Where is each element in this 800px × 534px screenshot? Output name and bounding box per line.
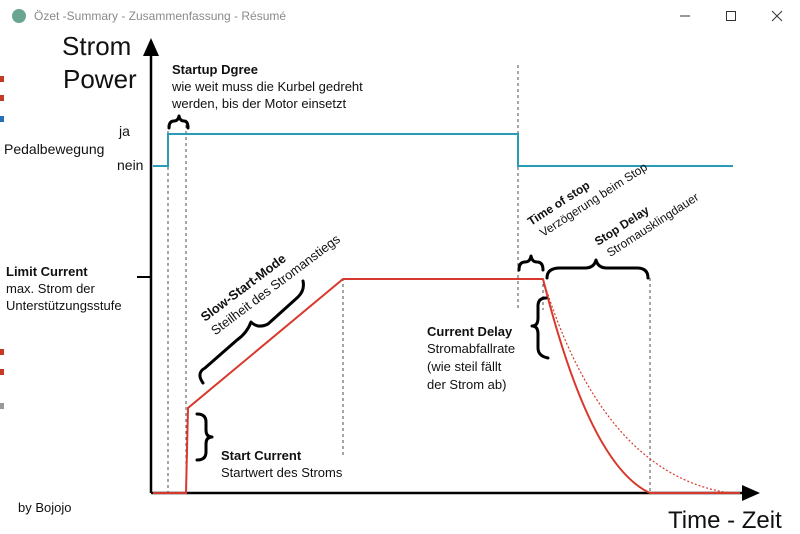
time-of-stop-brace [517,254,545,272]
current-delay-title: Current Delay [427,324,513,339]
current-delay-desc-line2: (wie steil fällt [427,359,502,374]
slow-start-brace [198,279,305,385]
background-window-strip [0,31,5,534]
current-decay-dotted-curve [542,278,731,494]
slow-start-desc: Steilheit des Stromanstiegs [208,231,343,338]
axes [137,38,760,501]
window-title: Özet -Summary - Zusammenfassung - Résumé [34,9,287,23]
x-axis-arrow [742,485,760,501]
start-current-desc: Startwert des Stroms [221,465,343,480]
startup-title: Startup Dgree [172,62,258,77]
y-axis-label-power: Power [63,64,137,94]
gear-app-icon [12,9,26,23]
current-delay-desc-line1: Stromabfallrate [427,341,515,356]
pedal-yes-label: ja [118,123,130,139]
startup-desc-line2: werden, bis der Motor einsetzt [171,96,347,111]
maximize-button[interactable] [708,0,754,31]
minimize-icon [680,15,690,17]
maximize-icon [726,11,736,21]
stop-delay-brace [545,258,650,280]
minimize-button[interactable] [662,0,708,31]
pedal-signal-line [153,133,733,167]
close-button[interactable] [754,0,800,31]
current-decay-curve [542,278,740,494]
limit-current-desc-line1: max. Strom der [6,281,96,296]
credit-text: by Bojojo [18,500,71,515]
y-axis-arrow [143,38,159,56]
title-bar: Özet -Summary - Zusammenfassung - Résumé [0,0,800,31]
x-axis-label: Time - Zeit [668,507,782,534]
startup-brace [167,114,190,130]
limit-current-title: Limit Current [6,264,88,279]
pedal-no-label: nein [117,157,143,173]
start-current-brace [195,412,214,462]
y-axis-label-strom: Strom [62,31,131,61]
startup-desc-line1: wie weit muss die Kurbel gedreht [171,79,363,94]
current-signal-line [153,278,543,494]
current-delay-desc-line3: der Strom ab) [427,377,506,392]
braces [167,114,650,462]
current-delay-brace [530,296,550,360]
start-current-title: Start Current [221,448,302,463]
limit-current-desc-line2: Unterstützungsstufe [6,298,122,313]
close-icon [771,10,783,22]
pedal-label: Pedalbewegung [4,141,104,157]
